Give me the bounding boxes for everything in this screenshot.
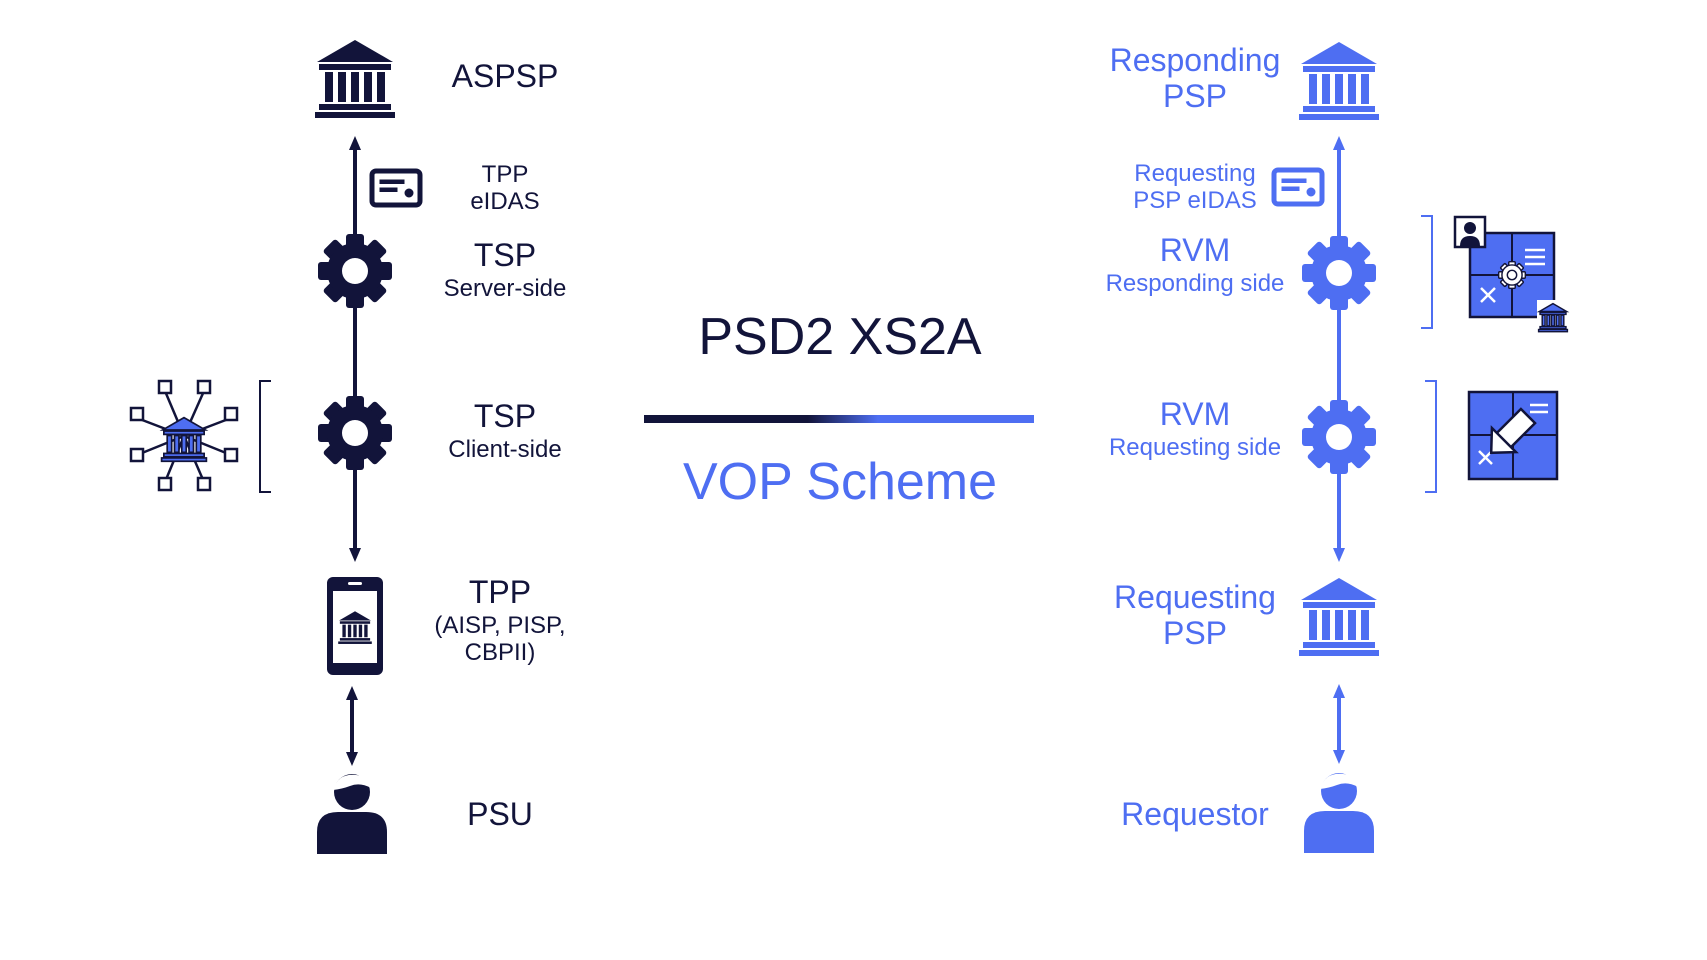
aspsp-label: ASPSP (451, 58, 559, 94)
rvm-requesting-sub: Requesting side (1108, 433, 1282, 461)
requesting-psp-line1: Requesting (1114, 579, 1276, 615)
right-arrow-up (1333, 136, 1345, 150)
requesting-psp-line2: PSP (1162, 614, 1228, 651)
requesting-psp-eidas-label: Requesting PSP eIDAS (1110, 160, 1280, 215)
left-arrow-up (349, 136, 361, 150)
tpp-eidas-label: TPP eIDAS (440, 161, 570, 216)
tpp-phone-icon (327, 577, 383, 675)
tsp-client-label: TSP Client-side (420, 398, 590, 464)
psu-label: PSU (467, 796, 533, 832)
tsp-network-icon (129, 379, 239, 492)
tsp-server-gear-icon (318, 234, 392, 308)
tsp-server-title: TSP (473, 237, 537, 273)
rvm-responding-sub: Responding side (1105, 269, 1285, 297)
requesting-psp-eidas-line2: PSP eIDAS (1133, 186, 1257, 214)
requesting-psp-label: Requesting PSP (1090, 579, 1300, 652)
right-requestor-arrow-up (1333, 684, 1345, 698)
requesting-psp-bank-icon (1299, 578, 1379, 656)
psu-person-icon (317, 774, 387, 854)
rvm-requesting-label: RVM Requesting side (1090, 396, 1300, 462)
requesting-psp-eidas-line1: Requesting (1134, 160, 1256, 187)
vop-scheme-title: VOP Scheme (682, 453, 998, 511)
rvm-responding-gear-icon (1302, 236, 1376, 310)
responding-psp-bank-icon (1299, 42, 1379, 120)
tpp-sub-line2: CBPII) (464, 638, 536, 666)
tpp-label: TPP (AISP, PISP, CBPII) (410, 574, 590, 667)
responding-psp-line1: Responding (1109, 42, 1281, 78)
rvm-responding-box-icon (1453, 215, 1569, 333)
requestor-person-icon (1304, 773, 1374, 853)
left-arrow-down (349, 548, 361, 562)
aspsp-bank-icon (315, 40, 395, 118)
tsp-client-gear-icon (318, 396, 392, 470)
tpp-eidas-label-line1: TPP (481, 161, 529, 188)
responding-psp-label: Responding PSP (1090, 42, 1300, 115)
tsp-server-sub: Server-side (443, 274, 567, 302)
responding-psp-line2: PSP (1162, 77, 1228, 114)
right-arrow-down (1333, 548, 1345, 562)
tsp-client-bracket (259, 380, 271, 493)
left-psu-arrow-up (346, 686, 358, 700)
tsp-server-label: TSP Server-side (420, 237, 590, 303)
tpp-sub-line1: (AISP, PISP, (434, 611, 566, 639)
tpp-title: TPP (468, 574, 532, 610)
rvm-requesting-bracket (1425, 380, 1437, 493)
tpp-eidas-label-line2: eIDAS (470, 187, 540, 215)
requesting-psp-eidas-cert-icon (1274, 170, 1322, 204)
rvm-responding-bracket (1421, 215, 1433, 329)
right-requestor-arrow-down (1333, 750, 1345, 764)
rvm-requesting-box-icon (1467, 390, 1559, 481)
rvm-responding-label: RVM Responding side (1090, 232, 1300, 298)
psd2-xs2a-title: PSD2 XS2A (698, 308, 982, 366)
left-psu-arrow-down (346, 752, 358, 766)
tsp-client-sub: Client-side (448, 435, 562, 463)
rvm-requesting-gear-icon (1302, 400, 1376, 474)
center-divider (644, 415, 1034, 423)
rvm-responding-title: RVM (1159, 232, 1231, 268)
rvm-requesting-title: RVM (1159, 396, 1231, 432)
tpp-eidas-cert-icon (372, 171, 420, 205)
tsp-client-title: TSP (473, 398, 537, 434)
requestor-label: Requestor (1121, 796, 1269, 832)
